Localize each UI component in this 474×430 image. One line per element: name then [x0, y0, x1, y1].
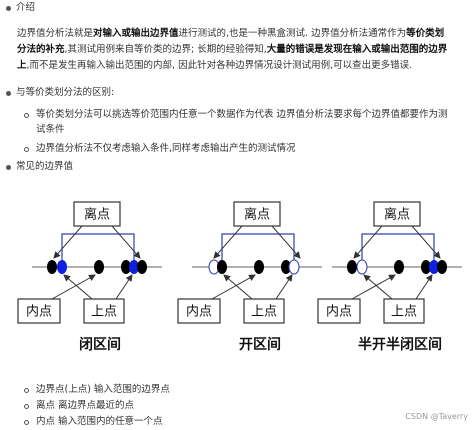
off-point-box [233, 201, 281, 227]
interval-title: 闭区间 [79, 336, 121, 353]
diff-heading: 与等价类划分法的区别: [16, 87, 115, 98]
boundary-point [254, 260, 264, 274]
boundary-point [94, 260, 104, 274]
on-point-box [83, 298, 125, 324]
intro-bold: 大量的错误是发现在输入或输出范围的边界 [266, 44, 448, 55]
inner-point-box [177, 298, 221, 324]
intro-heading: 介绍 [16, 2, 36, 13]
intro-bold: 分法的补充 [17, 44, 65, 55]
arrow-on-right [415, 274, 433, 300]
intro-text: ,其测试用例来自等价类的边界; 长期的经验得知, [64, 44, 267, 55]
intro-bold: 等价类划 [406, 28, 445, 39]
inner-point-label: 内点 [186, 304, 212, 320]
arrow-off-left [353, 225, 383, 259]
diff-item-1-line2: 试条件 [36, 124, 65, 135]
arrow-inner [51, 274, 96, 300]
bullet-diff [6, 91, 11, 96]
inner-point-box [317, 298, 361, 324]
arrow-off-left [213, 225, 243, 259]
boundary-point [281, 260, 291, 274]
legend-item-2: 离点 离边界点最近的点 [36, 400, 135, 411]
boundary-point [47, 260, 57, 274]
diff-item-1-line1: 等价类划分法可以挑选等价范围内任意一个数据作为代表 边界值分析法要求每个边界值都… [36, 109, 448, 120]
boundary-point [121, 260, 131, 274]
arrow-off-right [271, 225, 301, 259]
on-point-label: 上点 [251, 305, 277, 320]
off-point-label: 离点 [384, 207, 410, 223]
boundary-point [429, 260, 439, 274]
intro-text: 进行测试的,也是一种黑盒测试. 边界值分析法通常作为 [178, 28, 407, 39]
interval-title: 开区间 [239, 336, 281, 353]
legend-bullet-3 [24, 420, 29, 425]
legend-bullet-1 [24, 388, 29, 393]
intro-bold: 上 [17, 60, 27, 71]
arrow-on-left [63, 274, 93, 300]
boundary-point [437, 260, 447, 274]
boundary-point [129, 260, 139, 274]
watermark: CSDN @Taverry [405, 412, 468, 421]
open-boundary-point [288, 259, 300, 275]
arrow-inner [211, 274, 256, 300]
arrow-off-left [53, 225, 83, 259]
arrow-off-right [411, 225, 441, 259]
off-point-box [73, 201, 121, 227]
sub-bullet-1 [24, 113, 29, 118]
boundary-point [137, 260, 147, 274]
intro-text: 边界值分析法就是 [17, 28, 94, 39]
arrow-on-right [275, 274, 293, 300]
off-point-label: 离点 [244, 207, 270, 223]
intro-paragraph: 边界值分析法就是对输入或输出边界值进行测试的,也是一种黑盒测试. 边界值分析法通… [17, 26, 467, 73]
inner-point-label: 内点 [326, 304, 352, 320]
intro-bold: 对输入或输出边界值 [93, 28, 179, 39]
on-point-label: 上点 [391, 305, 417, 320]
arrow-off-right [111, 225, 141, 259]
boundary-point [217, 260, 227, 274]
intro-text: ,而不是发生再输入输出范围的内部, 因此针对各种边界情况设计测试用例,可以查出更… [26, 60, 413, 71]
off-point-label: 离点 [84, 207, 110, 223]
bullet-intro [6, 6, 11, 11]
arrow-on-right [115, 274, 133, 300]
on-point-label: 上点 [91, 305, 117, 320]
off-point-box [373, 201, 421, 227]
bullet-common [6, 165, 11, 170]
diff-item-2: 边界值分析法不仅考虑输入条件,同样考虑输出产生的测试情况 [36, 143, 296, 154]
arrow-inner [351, 274, 396, 300]
boundary-point [347, 260, 357, 274]
legend-item-3: 内点 输入范围内的任意一个点 [36, 416, 163, 427]
arrow-on-left [223, 274, 253, 300]
diff-item-1: 等价类划分法可以挑选等价范围内任意一个数据作为代表 边界值分析法要求每个边界值都… [36, 107, 468, 137]
sub-bullet-2 [24, 147, 29, 152]
boundary-point [394, 260, 404, 274]
interval-title: 半开半闭区间 [358, 336, 442, 353]
common-heading: 常见的边界值 [16, 161, 74, 172]
on-point-box [243, 298, 285, 324]
inner-point-box [17, 298, 61, 324]
boundary-point [57, 260, 67, 274]
boundary-point [421, 260, 431, 274]
legend-item-1: 边界点(上点) 输入范围的边界点 [36, 384, 170, 395]
inner-point-label: 内点 [26, 304, 52, 320]
on-point-box [383, 298, 425, 324]
open-boundary-point [356, 259, 368, 275]
arrow-on-left [363, 274, 393, 300]
legend-bullet-2 [24, 404, 29, 409]
